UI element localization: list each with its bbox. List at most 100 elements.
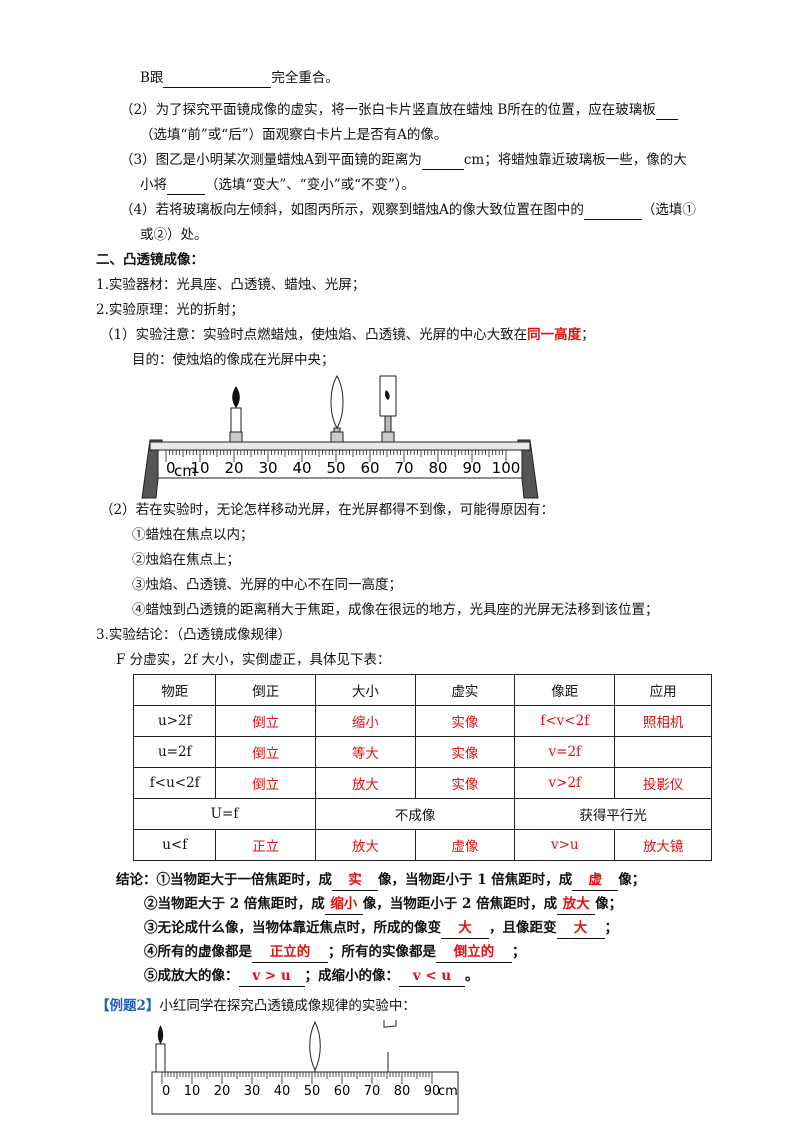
lens-icon-2: [309, 1020, 321, 1072]
q1-blank[interactable]: [163, 71, 272, 88]
c3-b: ，且像距变: [489, 920, 557, 936]
scale-tick-label: 70: [364, 1084, 381, 1099]
scale-tick-label: 80: [394, 1084, 411, 1099]
example-2-line: 【例题2】小红同学在探究凸透镜成像规律的实验中：: [96, 996, 416, 1016]
table-row: f<u<2f 倒立 放大 实像 v>2f 投影仪: [132, 767, 712, 799]
table-cell: 不成像: [315, 798, 516, 830]
table-cell: 放大: [315, 767, 416, 799]
right-stand: [517, 439, 539, 499]
table-cell: 等大: [315, 736, 416, 768]
lens-holder: [330, 431, 344, 443]
bench-scale-2: [151, 1071, 459, 1115]
conclusion-3: ③无论成什么像，当物体靠近焦点时，所成的像变大，且像距变大；: [144, 918, 618, 939]
scale-tick-label: 50: [326, 459, 345, 477]
scale-tick-label: 60: [334, 1084, 351, 1099]
q3-blank-1[interactable]: [421, 153, 464, 170]
flame-icon: [232, 386, 240, 408]
table-cell: 投影仪: [614, 767, 712, 799]
conclusion-1: 结论：①当物距大于一倍焦距时，成实像，当物距小于 1 倍焦距时，成虚像；: [116, 870, 645, 891]
item-3: 3.实验结论：（凸透镜成像规律）: [96, 627, 292, 643]
lens-icon: [330, 374, 344, 430]
conclusion-4: ④所有的虚像都是正立的；所有的实像都是倒立的；: [144, 942, 526, 963]
q1-tail-b: 完全重合。: [271, 70, 339, 86]
example-text: 小红同学在探究凸透镜成像规律的实验中：: [159, 998, 416, 1014]
screen-stem: [384, 415, 392, 435]
purpose-line: 目的：使烛焰的像成在光屏中央；: [132, 352, 335, 368]
q3-text-c: 小将: [140, 177, 167, 193]
table-cell: v>u: [514, 829, 616, 861]
scale-tick-label: 10: [190, 459, 209, 477]
c2-b: 像，当物距小于 2 倍焦距时，成: [362, 896, 558, 912]
table-row: u<f 正立 放大 虚像 v>u 放大镜: [132, 829, 712, 861]
candle-2: [155, 1043, 166, 1073]
q2-text-1: （2）为了探究平面镜成像的虚实，将一张白卡片竖直放在蜡烛 B所在的位置，应在玻璃…: [120, 102, 656, 118]
q3-blank-2[interactable]: [167, 178, 205, 195]
header-cell: 物距: [132, 674, 217, 706]
table-cell: u=2f: [132, 736, 217, 768]
note-1-c: ；: [581, 327, 595, 343]
c4-a: ④所有的虚像都是: [144, 944, 252, 960]
q2-blank[interactable]: [655, 103, 678, 120]
table-header-row: 物距 倒正 大小 虚实 像距 应用: [132, 674, 712, 706]
table-cell: u<f: [132, 829, 217, 861]
scale-tick-label: 90: [424, 1084, 441, 1099]
c5-answer-1: v > u: [238, 966, 305, 987]
scale-unit-label: cm: [174, 462, 197, 480]
c5-a: ⑤成放大的像：: [144, 968, 239, 984]
c1-a: 结论：①当物距大于一倍焦距时，成: [116, 872, 332, 888]
table-row: u>2f 倒立 缩小 实像 f<v<2f 照相机: [132, 705, 712, 737]
q3-text-b: cm；将蜡烛靠近玻璃板一些，像的大: [463, 152, 687, 168]
reason-1: ①蜡烛在焦点以内；: [132, 527, 254, 543]
image-on-screen: [384, 390, 390, 400]
table-cell: 放大镜: [614, 829, 712, 861]
table-cell: 实像: [414, 705, 516, 737]
conclusion-5: ⑤成放大的像：v > u；成缩小的像：v < u。: [144, 966, 479, 987]
table-cell: 照相机: [614, 705, 712, 737]
reason-4: ④蜡烛到凸透镜的距离稍大于焦距，成像在很远的地方，光具座的光屏无法移到该位置；: [132, 602, 659, 618]
q1-tail-line: B跟 完全重合。: [140, 68, 339, 88]
q1-tail-a: B跟: [140, 70, 164, 86]
c4-answer-1: 正立的: [252, 942, 328, 963]
q3-line2: 小将（选填“变大”、“变小”或“不变”）。: [140, 175, 415, 195]
c1-answer-2: 虚: [572, 870, 619, 891]
screen-holder: [381, 431, 395, 443]
table-cell: 正立: [215, 829, 317, 861]
scale-tick-label: 30: [258, 459, 277, 477]
q4-text-a: （4）若将玻璃板向左倾斜，如图丙所示，观察到蜡烛A的像大致位置在图中的: [120, 202, 584, 218]
c3-answer-2: 大: [556, 918, 605, 939]
q3-text-a: （3）图乙是小明某次测量蜡烛A到平面镜的距离为: [120, 152, 422, 168]
q2-line1: （2）为了探究平面镜成像的虚实，将一张白卡片竖直放在蜡烛 B所在的位置，应在玻璃…: [120, 100, 678, 120]
scale-tick-label: 40: [274, 1084, 291, 1099]
note-1-highlight: 同一高度: [527, 327, 582, 343]
q4-blank[interactable]: [583, 203, 642, 220]
left-stand: [141, 439, 163, 499]
table-cell: 虚像: [414, 829, 516, 861]
q4-line1: （4）若将玻璃板向左倾斜，如图丙所示，观察到蜡烛A的像大致位置在图中的 （选填①: [120, 200, 696, 220]
bench-scale: [157, 449, 523, 479]
table-cell: 倒立: [215, 736, 317, 768]
c2-answer-1: 缩小: [324, 894, 363, 915]
scale-tick-label: 30: [244, 1084, 261, 1099]
item-2: 2.实验原理：光的折射；: [96, 302, 244, 318]
imaging-rules-table: 物距 倒正 大小 虚实 像距 应用 u>2f 倒立 缩小 实像 f<v<2f 照…: [132, 674, 712, 861]
table-cell: 缩小: [315, 705, 416, 737]
flame-icon-2: [157, 1025, 164, 1044]
note-1: （1）实验注意：实验时点燃蜡烛，使烛焰、凸透镜、光屏的中心大致在同一高度；: [100, 325, 595, 345]
header-cell: 应用: [614, 674, 712, 706]
c4-answer-2: 倒立的: [436, 942, 512, 963]
table-intro: F 分虚实，2f 大小，实倒虚正，具体见下表：: [116, 652, 391, 668]
note-2: （2）若在实验时，无论怎样移动光屏，在光屏都得不到像，可能得原因有：: [100, 502, 555, 518]
table-cell: 获得平行光: [514, 798, 712, 830]
c1-c: 像；: [618, 872, 646, 888]
header-cell: 虚实: [414, 674, 516, 706]
table-cell: f<u<2f: [132, 767, 217, 799]
c5-c: 。: [465, 968, 479, 984]
candle-holder: [229, 431, 243, 443]
scale-tick-label: 0: [166, 459, 176, 477]
item-1: 1.实验器材：光具座、凸透镜、蜡烛、光屏；: [96, 277, 366, 293]
table-cell: 实像: [414, 736, 516, 768]
q4-text-b: （选填①: [641, 202, 696, 218]
